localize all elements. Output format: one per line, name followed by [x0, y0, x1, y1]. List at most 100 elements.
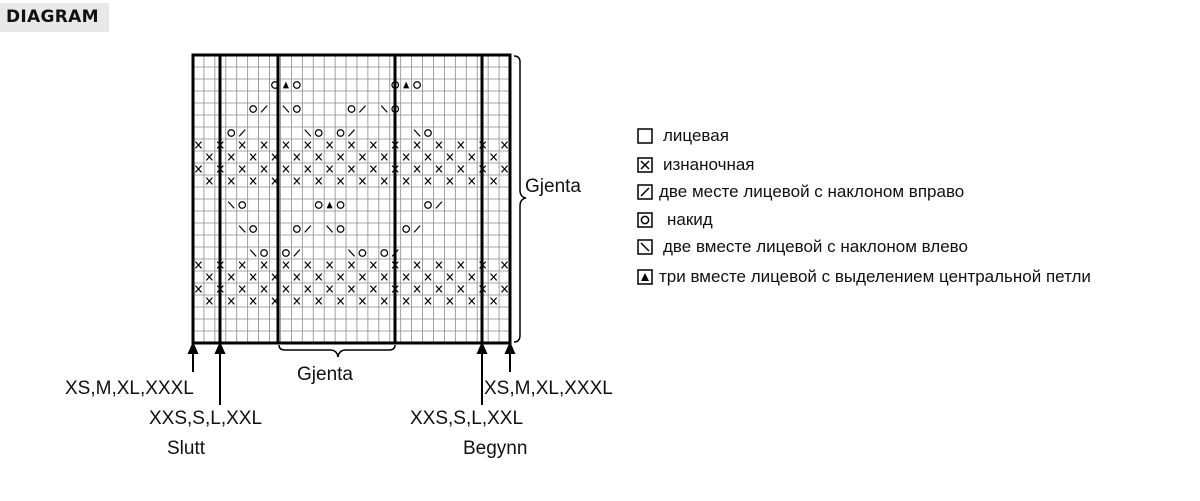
legend-text-knit: лицевая — [663, 126, 729, 145]
purl-stitch-mark — [194, 141, 202, 149]
label-sizes-left-top: XS,M,XL,XXXL — [65, 378, 194, 399]
yarn-over-mark — [227, 129, 236, 137]
purl-stitch-mark — [501, 141, 509, 149]
purl-stitch-mark — [304, 285, 312, 293]
purl-stitch-mark — [490, 177, 498, 185]
purl-stitch-mark — [358, 153, 366, 161]
legend-text-yarn-over: накид — [667, 210, 713, 229]
k3tog-mark — [326, 201, 333, 209]
yarn-over-mark — [314, 129, 323, 137]
label-sizes-right-bottom: XXS,S,L,XXL — [410, 408, 524, 429]
purl-stitch-mark — [402, 177, 410, 185]
legend-item-purl: изнаночная — [637, 154, 755, 176]
purl-stitch-mark — [435, 285, 443, 293]
k2tog-left-mark — [282, 105, 290, 113]
yarn-over-mark — [424, 201, 432, 209]
yarn-over-mark — [336, 201, 345, 209]
yarn-over-mark — [292, 105, 301, 113]
k2tog-right-mark — [347, 129, 356, 137]
purl-stitch-mark — [227, 177, 235, 185]
purl-stitch-mark — [304, 261, 312, 269]
k2tog-left-mark — [249, 249, 257, 257]
yarn-over-mark — [358, 249, 367, 257]
purl-stitch-mark — [424, 177, 432, 185]
purl-stitch-mark — [446, 273, 454, 281]
legend-item-k2tog-right: две месте лицевой с наклоном вправо — [637, 181, 964, 203]
purl-stitch-mark — [238, 141, 246, 149]
purl-stitch-mark — [249, 177, 257, 185]
purl-stitch-mark — [358, 177, 366, 185]
purl-stitch-mark — [424, 153, 432, 161]
k2tog-right-mark — [260, 105, 268, 113]
purl-stitch-mark — [238, 285, 246, 293]
label-sizes-left-bottom: XXS,S,L,XXL — [149, 408, 263, 429]
purl-stitch-mark — [413, 141, 421, 149]
purl-stitch-mark — [238, 165, 246, 173]
purl-stitch-mark — [501, 285, 509, 293]
purl-stitch-mark — [282, 261, 290, 269]
purl-stitch-mark — [249, 153, 257, 161]
yarn-over-mark — [282, 249, 290, 257]
chart-outline — [191, 53, 512, 345]
purl-stitch-mark — [358, 273, 366, 281]
purl-stitch-mark — [227, 297, 235, 305]
legend-text-k2tog-right: две месте лицевой с наклоном вправо — [659, 182, 965, 201]
arrow-left-outer-head — [187, 341, 199, 354]
yarn-over-mark — [336, 129, 345, 137]
k2tog-left-mark — [380, 105, 388, 113]
purl-stitch-mark — [205, 297, 213, 305]
purl-stitch-mark — [249, 297, 257, 305]
arrow-right-inner-head — [476, 341, 488, 354]
purl-stitch-mark — [380, 297, 388, 305]
purl-stitch-mark — [446, 153, 454, 161]
k2tog-left-mark — [347, 249, 356, 257]
legend-item-yarn-over: накид — [637, 209, 713, 231]
yarn-over-mark — [292, 225, 301, 233]
purl-stitch-mark — [347, 261, 356, 269]
purl-stitch-mark — [380, 273, 388, 281]
label-begynn: Begynn — [463, 438, 528, 459]
yarn-over-mark — [424, 129, 432, 137]
purl-stitch-mark — [369, 285, 377, 293]
purl-stitch-mark — [369, 141, 377, 149]
purl-stitch-mark — [282, 285, 290, 293]
purl-stitch-mark — [326, 285, 334, 293]
purl-stitch-mark — [315, 177, 323, 185]
purl-stitch-mark — [468, 153, 476, 161]
k2tog-right-mark — [435, 201, 443, 209]
label-gjenta-right: Gjenta — [525, 176, 581, 197]
label-slutt: Slutt — [167, 438, 206, 459]
purl-stitch-mark — [282, 165, 290, 173]
purl-stitch-mark — [260, 141, 268, 149]
chart-borders — [191, 53, 512, 345]
purl-stitch-mark — [424, 273, 432, 281]
legend-item-k3tog: три вместе лицевой с выделением централь… — [637, 266, 1091, 288]
purl-stitch-mark — [402, 297, 410, 305]
purl-stitch-mark — [238, 261, 246, 269]
purl-stitch-mark — [293, 273, 301, 281]
k2tog-left-mark — [304, 129, 312, 137]
purl-stitch-mark — [326, 141, 334, 149]
yarn-over-mark — [249, 105, 258, 113]
purl-stitch-mark — [304, 165, 312, 173]
legend-item-k2tog-left: две вместе лицевой с наклоном влево — [637, 236, 968, 258]
purl-stitch-mark — [424, 297, 432, 305]
slash-right-square-icon — [637, 184, 653, 200]
yarn-over-mark — [314, 201, 323, 209]
arrow-left-inner-head — [214, 341, 226, 354]
legend-text-k2tog-left: две вместе лицевой с наклоном влево — [663, 237, 968, 256]
k3tog-mark — [403, 81, 410, 89]
purl-stitch-mark — [380, 153, 388, 161]
purl-stitch-mark — [293, 297, 301, 305]
legend-text-k3tog: три вместе лицевой с выделением централь… — [659, 267, 1091, 286]
k3tog-mark — [282, 81, 289, 89]
purl-stitch-mark — [413, 261, 421, 269]
label-gjenta-bottom: Gjenta — [297, 364, 353, 385]
purl-stitch-mark — [369, 165, 377, 173]
purl-stitch-mark — [304, 141, 312, 149]
yarn-over-mark — [292, 81, 301, 89]
purl-stitch-mark — [435, 261, 443, 269]
purl-stitch-mark — [347, 285, 356, 293]
purl-stitch-mark — [315, 297, 323, 305]
diagram-heading: DIAGRAM — [0, 3, 109, 32]
